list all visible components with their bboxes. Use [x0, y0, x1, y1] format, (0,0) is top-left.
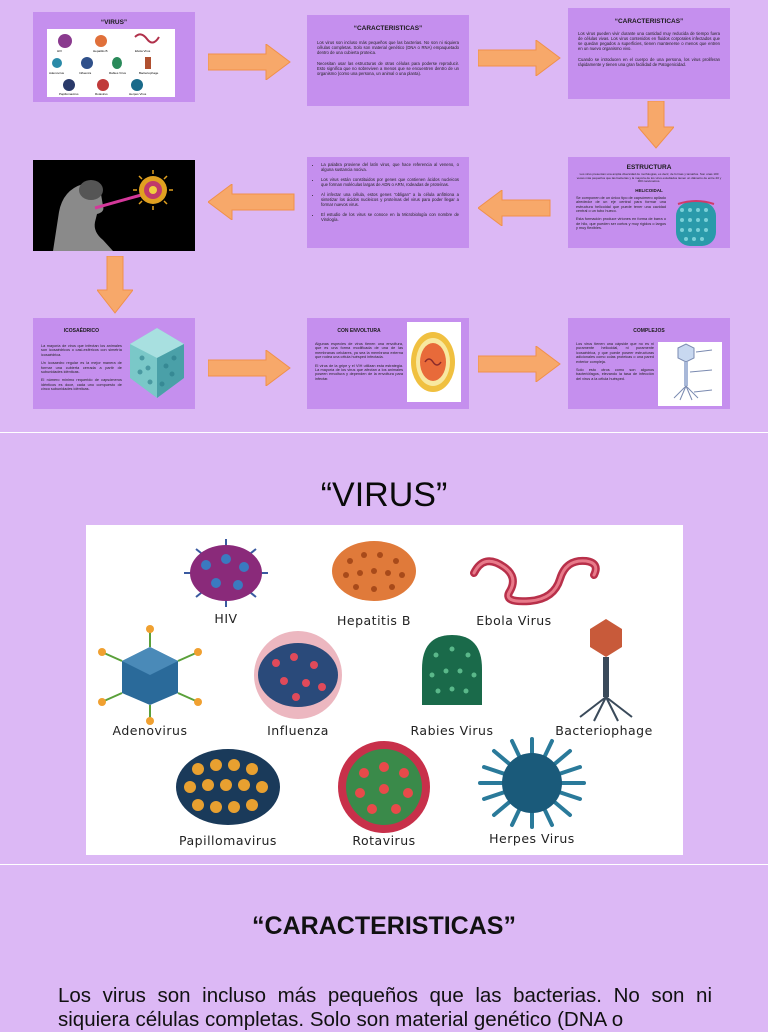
definicion-bullet-1: La palabra proviene del latín virus, que… — [321, 162, 459, 172]
person-inhaling-virus-image — [53, 170, 173, 251]
mini-label-papilloma: Papillomavirus — [59, 92, 79, 96]
card-envoltura: CON ENVOLTURA Algunas especies de virus … — [307, 318, 469, 409]
card-estructura-subtitle: HELICOIDAL — [635, 187, 663, 193]
papillomavirus-image — [176, 749, 280, 825]
card-estructura-title: ESTRUCTURA — [626, 164, 672, 171]
card-complejos-title: COMPLEJOS — [633, 328, 665, 334]
virus-slide-title: “VIRUS” — [320, 476, 448, 514]
virus-label-hiv: HIV — [214, 611, 238, 626]
card-caracteristicas-2-title: “CARACTERISTICAS” — [614, 18, 684, 25]
arrow-down-icon — [97, 256, 133, 314]
card-envoltura-p1: Algunas especies de virus tienen una env… — [315, 342, 403, 360]
arrow-left-icon — [208, 184, 295, 220]
definicion-bullet-4: El estudio de los virus se conoce en la … — [321, 212, 459, 222]
mini-label-rota: Rotavirus — [95, 92, 108, 96]
definicion-list: La palabra proviene del latín virus, que… — [313, 162, 459, 222]
card-virus: “VIRUS” HIV Hepatitis B Ebola Virus Aden… — [33, 12, 195, 102]
virus-label-bacteriophage: Bacteriophage — [555, 723, 653, 738]
bacteriophage-diagram — [673, 343, 713, 401]
adenovirus-image — [98, 625, 202, 725]
card-icosaedrico-p2: Un icosaedro regular es la mejor manera … — [41, 361, 122, 375]
card-complejos-p1: Los virus tienen una cápside que no es n… — [576, 342, 654, 364]
card-icosaedrico-p3: El número mínimo requerido de capsómeros… — [41, 378, 122, 392]
arrow-right-icon — [478, 346, 561, 382]
card-caracteristicas-1-p2: Necesitan usar las estructuras de otras … — [317, 61, 459, 76]
virus-label-hepatitis-b: Hepatitis B — [337, 613, 411, 628]
mini-label-ebola: Ebola Virus — [135, 49, 151, 53]
enveloped-virus-illustration — [411, 332, 455, 392]
mini-label-hiv: HIV — [57, 49, 63, 53]
card-estructura-intro: Los virus presentan una amplia diversida… — [576, 172, 722, 184]
card-icosaedrico: ICOSAÉDRICO La mayoría de virus que infe… — [33, 318, 195, 409]
definicion-bullet-3: Al infectar una célula, estos genes "obl… — [321, 192, 459, 207]
hiv-virus-image — [184, 539, 268, 607]
arrow-right-icon — [208, 350, 291, 386]
helical-virus-illustration — [676, 199, 716, 246]
card-estructura-p2: Esta formación produce viriones en forma… — [576, 217, 666, 231]
card-estructura: ESTRUCTURA Los virus presentan una ampli… — [568, 157, 730, 248]
mini-label-phage: Bacteriophage — [139, 71, 159, 75]
virus-gallery-illustrations — [98, 539, 633, 833]
mini-label-herpes: Herpes Virus — [129, 92, 147, 96]
virus-label-adenovirus: Adenovirus — [112, 723, 188, 738]
slide-divider — [0, 864, 768, 865]
caracteristicas-slide-body: Los virus son incluso más pequeños que l… — [58, 984, 712, 1031]
virus-label-papillomavirus: Papillomavirus — [179, 833, 277, 848]
herpes-virus-image — [478, 737, 586, 829]
arrow-down-icon — [638, 101, 674, 149]
hepatitis-b-virus-image — [332, 541, 416, 601]
arrow-right-icon — [208, 44, 291, 80]
arrow-left-icon — [478, 190, 551, 226]
overview-slide: “VIRUS” HIV Hepatitis B Ebola Virus Aden… — [0, 0, 768, 432]
virus-label-influenza: Influenza — [267, 723, 329, 738]
card-caracteristicas-1: “CARACTERISTICAS” Los virus son incluso … — [307, 15, 469, 106]
card-caracteristicas-1-p1: Los virus son incluso más pequeños que l… — [317, 40, 459, 55]
mini-label-adeno: Adenovirus — [49, 71, 65, 75]
mini-label-influenza: Influenza — [79, 71, 92, 75]
card-icosaedrico-title: ICOSAÉDRICO — [63, 328, 100, 334]
influenza-virus-image — [254, 631, 342, 719]
card-caracteristicas-2: “CARACTERISTICAS” Los virus pueden vivir… — [568, 8, 730, 99]
mini-virus-illustration — [52, 33, 160, 91]
card-virus-title: “VIRUS” — [100, 19, 128, 26]
virus-label-rabies: Rabies Virus — [410, 723, 494, 738]
slide-divider — [0, 432, 768, 433]
arrow-right-icon — [478, 40, 561, 76]
infection-illustration — [33, 160, 195, 251]
card-icosaedrico-p1: La mayoría de virus que infectan los ani… — [41, 344, 122, 357]
rabies-virus-image — [422, 635, 482, 705]
card-envoltura-title: CON ENVOLTURA — [337, 328, 381, 334]
card-complejos: COMPLEJOS Los virus tienen una cápside q… — [568, 318, 730, 409]
mini-label-hepb: Hepatitis B — [93, 49, 108, 53]
card-caracteristicas-2-p2: Cuando se introducen en el cuerpo de una… — [578, 57, 720, 67]
virus-gallery: HIV Hepatitis B Ebola Virus Adenovirus I… — [86, 525, 683, 855]
caracteristicas-slide-title: “CARACTERISTICAS” — [252, 912, 516, 940]
rotavirus-image — [338, 741, 430, 833]
virus-label-herpes: Herpes Virus — [489, 831, 575, 846]
card-caracteristicas-1-title: “CARACTERISTICAS” — [353, 25, 423, 32]
card-caracteristicas-2-p1: Los virus pueden vivir durante una canti… — [578, 31, 720, 51]
icosahedral-virus-illustration — [129, 328, 184, 398]
card-envoltura-p2: El virus de la gripe y el VIH utilizan e… — [315, 363, 403, 381]
bacteriophage-image — [579, 619, 633, 722]
definicion-bullet-2: Los virus están constituidos por genes q… — [321, 177, 459, 187]
virus-label-rotavirus: Rotavirus — [352, 833, 416, 848]
card-complejos-p2: Solo esto otros como son algunos bacteri… — [576, 368, 654, 381]
mini-virus-grid: HIV Hepatitis B Ebola Virus Adenovirus I… — [47, 29, 175, 97]
mini-label-rabies: Rabies Virus — [109, 71, 126, 75]
card-definicion: La palabra proviene del latín virus, que… — [307, 157, 469, 248]
card-estructura-p1: Se componen de un único tipo de capsómer… — [576, 195, 666, 213]
ebola-virus-image — [470, 556, 600, 606]
virus-label-ebola: Ebola Virus — [476, 613, 552, 628]
